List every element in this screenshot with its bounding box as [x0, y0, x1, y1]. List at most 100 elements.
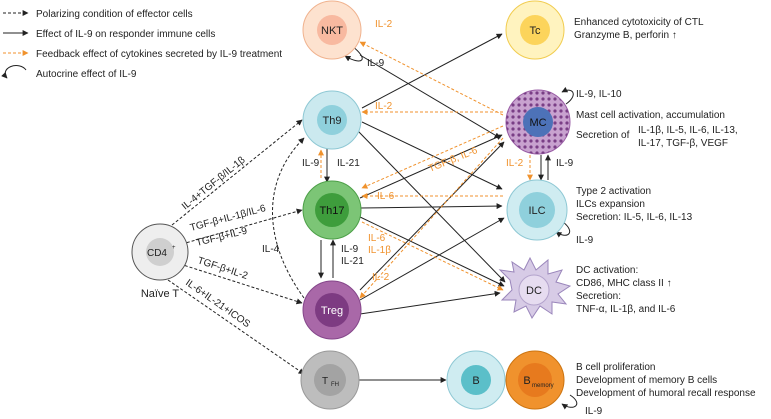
feedback-arrows — [318, 41, 533, 299]
effects-mc: IL-9, IL-10 Mast cell activation, accumu… — [576, 89, 738, 149]
effects-dc: DC activation: CD86, MHC class II ↑ Secr… — [576, 265, 676, 315]
cell-label-cd4: CD4 — [147, 248, 167, 259]
cell-label-tfh-sub: FH — [331, 382, 339, 388]
arrow-cd4-to-tfh — [167, 279, 305, 375]
cell-label-th17: Th17 — [319, 205, 344, 217]
effect-dc-0: DC activation: — [576, 265, 638, 276]
cell-th9: Th9 — [302, 90, 362, 150]
arrow-nkt-to-ilc — [359, 54, 501, 139]
cell-tfh: T FH — [300, 350, 360, 410]
effect-ilc-1: ILCs expansion — [576, 199, 645, 210]
cytokine-fb-il1b: IL-1β — [368, 245, 391, 256]
arrow-cd4-to-treg — [179, 263, 303, 305]
effect-ilc-2: Secretion: IL-5, IL-6, IL-13 — [576, 212, 693, 223]
feedback-mc-to-nkt — [359, 41, 504, 116]
feedback-dc-th17 — [361, 221, 504, 291]
ilc-autocrine-icon — [555, 221, 571, 238]
cytokine-il6-mid: IL-6 — [377, 191, 395, 202]
cell-label-b: B — [472, 375, 479, 387]
legend-polarizing-text: Polarizing condition of effector cells — [36, 9, 193, 20]
cell-label-ilc: ILC — [528, 205, 545, 217]
cell-ilc: ILC — [506, 179, 568, 241]
cell-bmem: B memory — [505, 350, 565, 410]
arrow-il4-treg-to-th9 — [272, 137, 305, 299]
cytokine-nkt-il9: IL-9 — [367, 58, 385, 69]
cell-b: B — [446, 350, 506, 410]
effect-dc-1: CD86, MHC class II ↑ — [576, 278, 672, 289]
effect-b-0: B cell proliferation — [576, 362, 655, 373]
cell-label-mc: MC — [529, 117, 546, 129]
bmem-autocrine-icon — [561, 394, 578, 410]
effect-b-autocrine: IL-9 — [585, 406, 603, 417]
cell-dc: DC — [498, 256, 572, 319]
cell-label-nkt: NKT — [321, 25, 343, 37]
effect-b-2: Development of humoral recall response — [576, 388, 756, 399]
effects-tc: Enhanced cytotoxicity of CTL Granzyme B,… — [574, 17, 704, 41]
polarizing-arrows — [167, 119, 305, 375]
legend-effect-text: Effect of IL-9 on responder immune cells — [36, 29, 215, 40]
legend-autocrine-text: Autocrine effect of IL-9 — [36, 69, 137, 80]
effect-mc-1: Mast cell activation, accumulation — [576, 110, 725, 121]
cytokine-il4-label: IL-4 — [262, 244, 280, 255]
cell-label-cd4-sup: + — [172, 245, 176, 251]
cell-label-th9: Th9 — [323, 115, 342, 127]
effect-mc-2a: Secretion of — [576, 130, 630, 141]
cell-th17: Th17 — [302, 180, 362, 240]
legend-autocrine-arrow-icon — [1, 65, 27, 79]
effects-b: B cell proliferation Development of memo… — [576, 362, 756, 417]
cytokine-th17-il9: IL-9 — [341, 244, 359, 255]
cell-label-bmem-sub: memory — [532, 383, 554, 389]
cytokine-il21-right: IL-21 — [337, 158, 360, 169]
effect-mc-autocrine: IL-9, IL-10 — [576, 89, 622, 100]
arrow-th17-to-mc — [359, 134, 503, 199]
arrow-cd4-to-th9 — [171, 119, 303, 226]
effect-arrows — [318, 33, 551, 383]
effect-b-1: Development of memory B cells — [576, 375, 717, 386]
arrow-treg-to-dc — [359, 290, 501, 315]
cytokine-il2-mc: IL-2 — [506, 158, 524, 169]
arrow-th9-to-tc — [361, 33, 503, 109]
cell-mc: MC — [505, 89, 571, 155]
cytokine-il9-left: IL-9 — [302, 158, 320, 169]
effects-ilc: Type 2 activation ILCs expansion Secreti… — [576, 186, 693, 246]
cytokine-nkt-il2: IL-2 — [375, 19, 393, 30]
cell-tc: Tc — [505, 0, 565, 60]
cell-nkt: NKT — [302, 0, 362, 60]
cell-label-treg: Treg — [321, 305, 343, 317]
naive-t-label: Naïve T — [141, 288, 180, 300]
mc-autocrine-icon — [561, 86, 574, 105]
nkt-autocrine-icon — [344, 45, 363, 62]
effect-dc-2: Secretion: — [576, 291, 621, 302]
effect-tc-1: Granzyme B, perforin ↑ — [574, 30, 677, 41]
effect-tc-0: Enhanced cytotoxicity of CTL — [574, 17, 704, 28]
legend: Polarizing condition of effector cells E… — [1, 9, 282, 80]
cytokine-tgfb-il6: TGF-β, IL-6 — [427, 145, 480, 175]
cytokine-th9-il2: IL-2 — [375, 101, 393, 112]
cytokine-il9-mc: IL-9 — [556, 158, 574, 169]
effect-dc-3: TNF-α, IL-1β, and IL-6 — [576, 304, 676, 315]
arrow-th17-to-dc — [357, 215, 505, 287]
feedback-mc-to-treg — [359, 137, 504, 299]
cell-label-tc: Tc — [530, 25, 542, 37]
effect-mc-2c: IL-17, TGF-β, VEGF — [638, 138, 728, 149]
arrow-th17-to-ilc — [359, 203, 503, 210]
polarizing-label-tfh: IL-6+IL-21+ICOS — [183, 277, 252, 330]
cell-label-bmem: B — [523, 375, 530, 387]
effect-mc-2b: IL-1β, IL-5, IL-6, IL-13, — [638, 125, 738, 136]
effect-ilc-autocrine: IL-9 — [576, 235, 594, 246]
polarizing-label-th9: IL-4+TGF-β/IL-1β — [180, 155, 248, 213]
arrow-cd4-to-th17 — [181, 208, 303, 245]
arrow-treg-to-mc — [359, 141, 505, 291]
cell-label-dc: DC — [526, 285, 542, 297]
cell-treg: Treg — [302, 280, 362, 340]
cytokine-fb-il6: IL-6 — [368, 233, 386, 244]
cytokine-th17-il21: IL-21 — [341, 256, 364, 267]
cell-label-tfh: T — [322, 376, 328, 387]
arrow-th9-to-ilc — [361, 121, 503, 190]
cytokine-fb-il2: IL-2 — [372, 272, 390, 283]
legend-feedback-text: Feedback effect of cytokines secreted by… — [36, 49, 282, 60]
effect-ilc-0: Type 2 activation — [576, 186, 651, 197]
cell-cd4: CD4 + Naïve T — [131, 223, 189, 300]
arrow-treg-to-ilc — [359, 217, 505, 301]
